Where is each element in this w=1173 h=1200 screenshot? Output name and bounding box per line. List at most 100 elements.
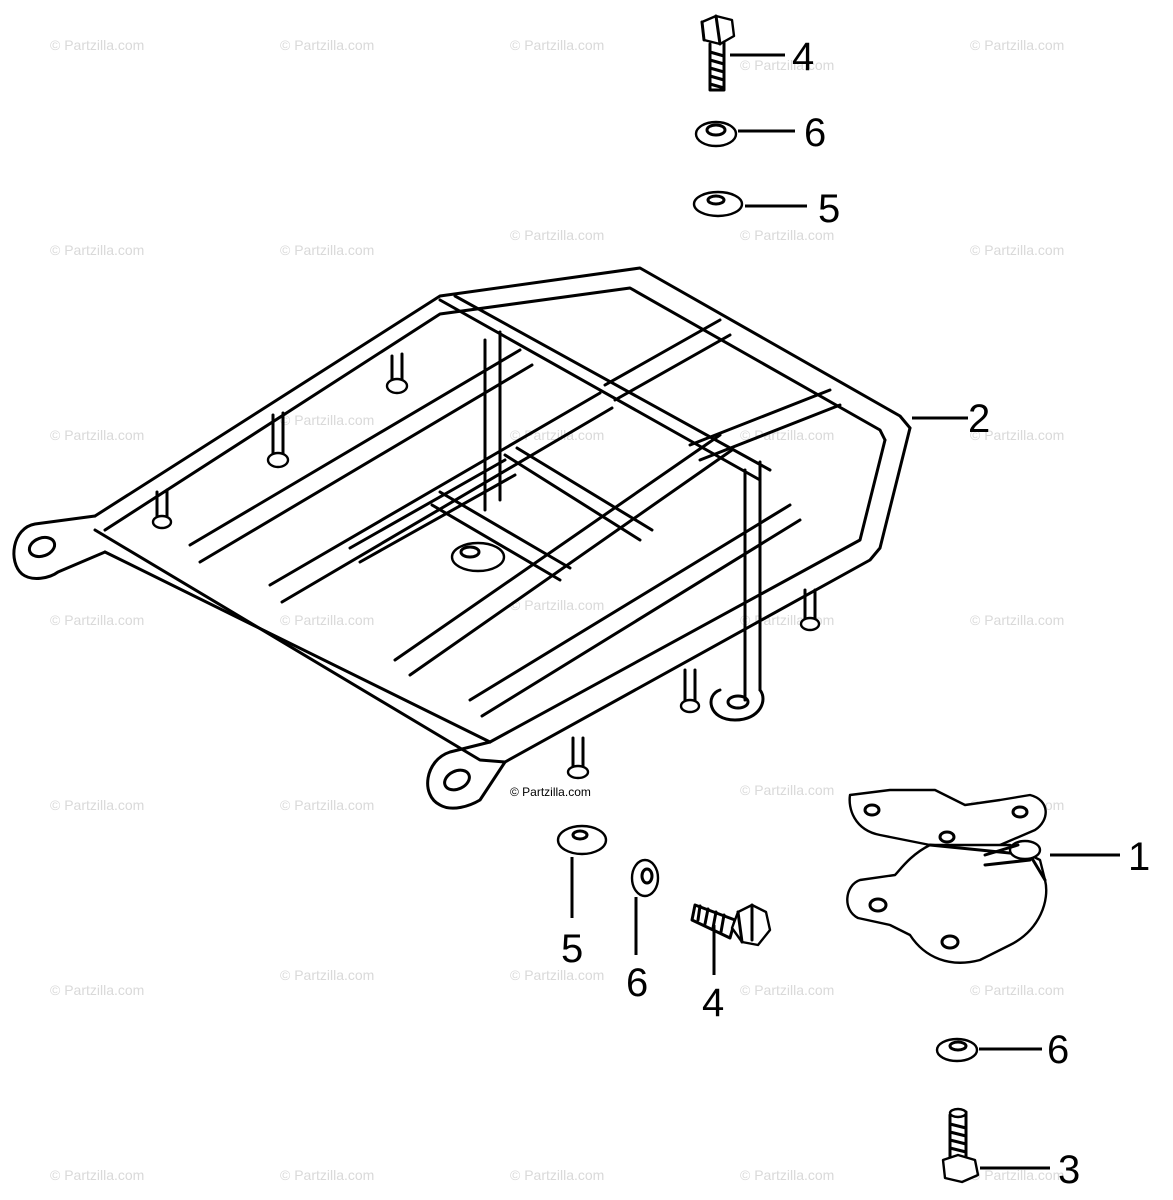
washer-hole bbox=[706, 194, 726, 206]
carrier-outer-rail-right bbox=[503, 426, 912, 764]
callout-right-lock-washer: 6 bbox=[1047, 1028, 1069, 1072]
watermark: © Partzilla.com bbox=[740, 227, 834, 243]
lock-washer-hole bbox=[640, 867, 654, 885]
carrier-stud bbox=[271, 411, 285, 457]
carrier-stud-nut bbox=[266, 451, 290, 469]
watermark: © Partzilla.com bbox=[50, 982, 144, 998]
watermark: © Partzilla.com bbox=[510, 967, 604, 983]
watermark: © Partzilla.com bbox=[740, 1167, 834, 1183]
callout-carrier: 2 bbox=[968, 397, 990, 441]
carrier-outer-rail-top bbox=[93, 266, 912, 518]
watermark: © Partzilla.com bbox=[970, 982, 1064, 998]
bracket-pin bbox=[983, 843, 1032, 867]
carrier-bracket bbox=[846, 788, 1048, 964]
carrier-stud-nut bbox=[385, 377, 409, 395]
bracket-lower-plate bbox=[846, 843, 1048, 964]
rear-carrier bbox=[12, 266, 912, 810]
watermark: © Partzilla.com bbox=[280, 242, 374, 258]
bolt-tip bbox=[948, 1107, 968, 1119]
watermark: © Partzilla.com bbox=[970, 37, 1064, 53]
carrier-stud-nut bbox=[566, 764, 590, 780]
carrier-front-tab bbox=[426, 740, 507, 810]
watermark: © Partzilla.com bbox=[280, 967, 374, 983]
lock-washer-body bbox=[630, 858, 660, 898]
center-watermark: © Partzilla.com bbox=[510, 785, 591, 799]
leader-lines bbox=[570, 53, 1120, 1170]
carrier-tube bbox=[688, 388, 842, 462]
watermark: © Partzilla.com bbox=[510, 37, 604, 53]
carrier-stud-nut bbox=[151, 514, 173, 530]
carrier-stud-nut bbox=[679, 698, 701, 714]
carrier-tube bbox=[468, 503, 802, 718]
callout-bottom-lock-washer: 6 bbox=[626, 961, 648, 1005]
watermark: © Partzilla.com bbox=[50, 37, 144, 53]
callout-bottom-washer: 5 bbox=[561, 927, 583, 971]
watermark: © Partzilla.com bbox=[510, 1167, 604, 1183]
callout-top-lock-washer: 6 bbox=[804, 111, 826, 155]
watermark: © Partzilla.com bbox=[50, 427, 144, 443]
bolt-thread bbox=[708, 50, 726, 90]
callout-numbers: 4 6 5 2 1 5 6 4 6 3 bbox=[561, 35, 1150, 1192]
carrier-rung bbox=[503, 446, 654, 542]
right-bolt bbox=[941, 1107, 980, 1184]
watermark: © Partzilla.com bbox=[740, 782, 834, 798]
top-washer bbox=[692, 190, 744, 218]
bracket-hole bbox=[940, 934, 960, 950]
watermark: © Partzilla.com bbox=[50, 612, 144, 628]
bottom-bolt bbox=[690, 903, 772, 947]
carrier-stud bbox=[683, 668, 697, 704]
watermark: © Partzilla.com bbox=[50, 797, 144, 813]
carrier-stud bbox=[803, 588, 817, 622]
bracket-hole bbox=[1011, 805, 1029, 819]
carrier-rung bbox=[430, 490, 572, 582]
top-lock-washer bbox=[694, 120, 738, 148]
washer-hole bbox=[571, 829, 589, 841]
watermark: © Partzilla.com bbox=[510, 597, 604, 613]
carrier-rear-tab-hole bbox=[726, 694, 750, 710]
carrier-outer-rail-right-inner bbox=[488, 438, 887, 744]
bottom-washer bbox=[556, 824, 608, 856]
bottom-lock-washer bbox=[630, 858, 660, 898]
callout-right-bolt: 3 bbox=[1058, 1148, 1080, 1192]
watermark: © Partzilla.com bbox=[970, 427, 1064, 443]
watermark: © Partzilla.com bbox=[970, 612, 1064, 628]
watermark: © Partzilla.com bbox=[280, 612, 374, 628]
carrier-outer-rail-front-inner bbox=[103, 550, 492, 744]
bracket-hole bbox=[868, 897, 888, 913]
carrier-left-tab-hole bbox=[27, 535, 57, 559]
carrier-tube bbox=[603, 318, 732, 402]
bracket-hole bbox=[938, 830, 956, 844]
watermark: © Partzilla.com bbox=[280, 412, 374, 428]
carrier-stud bbox=[155, 488, 169, 522]
lock-washer-hole bbox=[948, 1040, 968, 1052]
callout-bottom-bolt: 4 bbox=[702, 981, 724, 1025]
bolt-head bbox=[941, 1153, 980, 1184]
carrier-front-tab-hole bbox=[443, 768, 471, 792]
watermark-grid: © Partzilla.com © Partzilla.com © Partzi… bbox=[50, 37, 1064, 1183]
carrier-tube bbox=[268, 391, 614, 604]
watermark: © Partzilla.com bbox=[740, 57, 834, 73]
watermark: © Partzilla.com bbox=[970, 1167, 1064, 1183]
bolt-shank bbox=[708, 40, 726, 92]
watermark: © Partzilla.com bbox=[740, 982, 834, 998]
carrier-stud-nut bbox=[799, 616, 821, 632]
right-lock-washer bbox=[935, 1037, 979, 1063]
bracket-boss bbox=[1008, 839, 1042, 861]
carrier-rear-tab bbox=[709, 688, 765, 722]
watermark: © Partzilla.com bbox=[50, 242, 144, 258]
carrier-center-boss bbox=[450, 541, 506, 573]
bolt-thread bbox=[948, 1122, 968, 1154]
carrier-left-tab bbox=[12, 514, 107, 580]
carrier-outer-rail-top-inner bbox=[103, 286, 887, 532]
callout-top-bolt: 4 bbox=[792, 35, 814, 79]
carrier-stud bbox=[571, 736, 585, 770]
carrier-stud bbox=[390, 352, 404, 384]
carrier-tube bbox=[348, 458, 517, 564]
callout-bracket: 1 bbox=[1128, 835, 1150, 879]
bolt-thread bbox=[696, 904, 726, 934]
watermark: © Partzilla.com bbox=[280, 1167, 374, 1183]
watermark: © Partzilla.com bbox=[970, 242, 1064, 258]
top-bolt bbox=[700, 14, 736, 92]
bolt-head-facets bbox=[736, 903, 754, 944]
